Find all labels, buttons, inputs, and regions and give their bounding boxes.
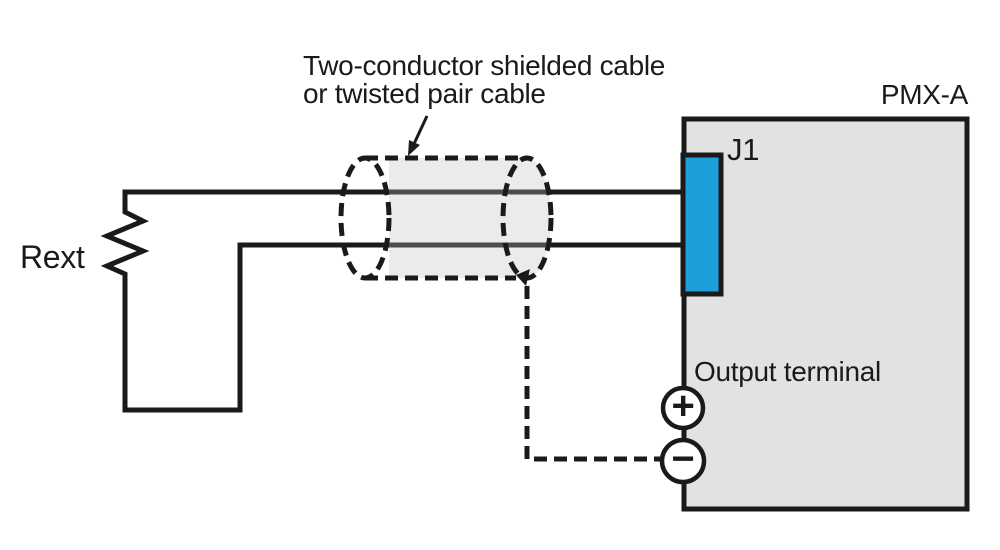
connector-label: J1 [727, 132, 759, 167]
pmx-device-box [681, 116, 970, 512]
output-terminal-label: Output terminal [694, 356, 881, 387]
cable-shield-body [389, 158, 551, 278]
device-label: PMX-A [881, 79, 969, 110]
cable-label-line2: or twisted pair cable [303, 78, 546, 109]
cable-label-arrowhead [408, 140, 420, 156]
j1-connector [680, 152, 724, 297]
cable-shield-left-end [338, 155, 392, 281]
circuit-wires [100, 189, 686, 413]
minus-terminal [659, 437, 707, 485]
plus-terminal [660, 385, 706, 431]
wires-inside-shield [389, 189, 551, 248]
resistor-label: Rext [20, 239, 85, 275]
plus-sign: + [671, 384, 694, 428]
shield-arrowhead [516, 269, 530, 286]
cable-label-line1: Two-conductor shielded cable [303, 50, 665, 81]
shield-to-minus-dashed-wire [524, 286, 661, 462]
cable-label-arrow [411, 115, 429, 147]
minus-sign: − [671, 437, 694, 481]
